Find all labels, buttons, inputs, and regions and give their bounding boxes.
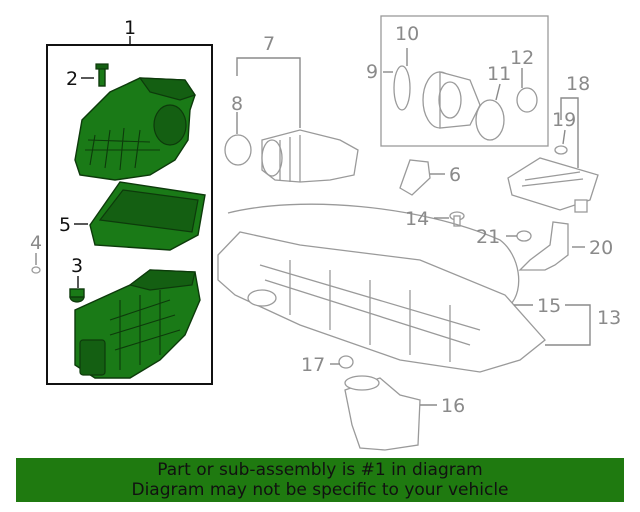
part-18-cover[interactable] — [507, 157, 599, 213]
part-11-clamp[interactable] — [475, 99, 505, 141]
callout-10[interactable]: 10 — [395, 23, 419, 45]
callout-1[interactable]: 1 — [124, 17, 136, 39]
callout-5[interactable]: 5 — [59, 214, 71, 236]
air-cleaner-lower-housing[interactable] — [74, 269, 201, 379]
part-14-pin[interactable] — [449, 211, 465, 227]
callout-18[interactable]: 18 — [566, 73, 590, 95]
callout-6[interactable]: 6 — [449, 164, 461, 186]
part-20-bracket[interactable] — [518, 221, 569, 271]
callout-19[interactable]: 19 — [552, 109, 576, 131]
part-19-grommet[interactable] — [554, 145, 568, 155]
callout-3[interactable]: 3 — [71, 255, 83, 277]
part-6-sensor[interactable] — [399, 159, 431, 196]
callout-21[interactable]: 21 — [476, 226, 500, 248]
callout-12[interactable]: 12 — [510, 47, 534, 69]
detail-box-9-12 — [380, 15, 549, 147]
air-cleaner-upper-cover[interactable] — [74, 77, 196, 181]
bolt-2[interactable] — [95, 63, 109, 87]
info-banner: Part or sub-assembly is #1 in diagram Di… — [16, 458, 624, 502]
callout-2[interactable]: 2 — [66, 68, 78, 90]
callout-13[interactable]: 13 — [597, 307, 621, 329]
callout-9[interactable]: 9 — [366, 61, 378, 83]
part-17-clip[interactable] — [338, 355, 354, 369]
part-4-fastener[interactable] — [31, 266, 41, 274]
grommet-3[interactable] — [69, 288, 85, 303]
air-filter-element[interactable] — [89, 181, 206, 251]
callout-11[interactable]: 11 — [487, 63, 511, 85]
part-10-seal[interactable] — [393, 65, 411, 111]
part-21-nut[interactable] — [516, 230, 532, 242]
banner-line-1: Part or sub-assembly is #1 in diagram — [157, 460, 483, 480]
part-8-clamp[interactable] — [224, 134, 252, 166]
callout-14[interactable]: 14 — [405, 208, 429, 230]
part-15-seal[interactable] — [227, 203, 520, 306]
part-12-clamp[interactable] — [516, 87, 538, 113]
callout-15[interactable]: 15 — [537, 295, 561, 317]
part-7-intake-duct[interactable] — [261, 129, 359, 183]
callout-20[interactable]: 20 — [589, 237, 613, 259]
callout-4[interactable]: 4 — [30, 232, 42, 254]
callout-8[interactable]: 8 — [231, 93, 243, 115]
banner-line-2: Diagram may not be specific to your vehi… — [131, 480, 509, 500]
callout-7[interactable]: 7 — [263, 33, 275, 55]
part-16-elbow[interactable] — [344, 375, 421, 451]
part-9-throttle-adapter[interactable] — [422, 71, 481, 129]
callout-17[interactable]: 17 — [301, 354, 325, 376]
callout-16[interactable]: 16 — [441, 395, 465, 417]
part-13-tray[interactable] — [217, 231, 546, 373]
